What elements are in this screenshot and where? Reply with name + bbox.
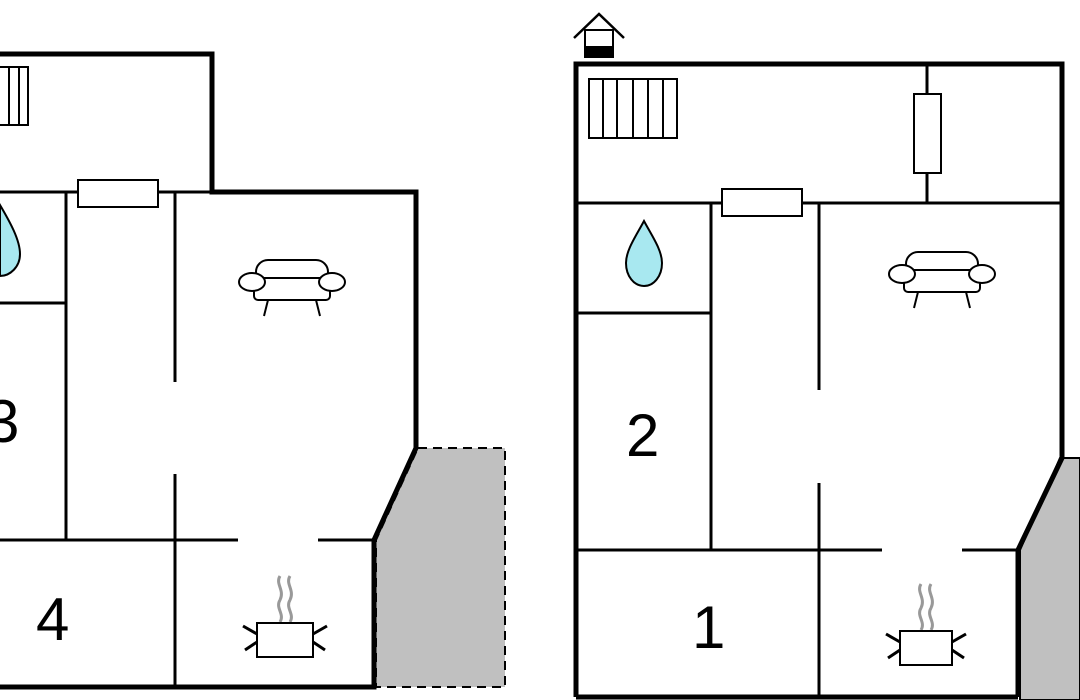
outer-wall: [573, 61, 1065, 697]
house-icon: [573, 12, 625, 58]
radiator-icon: [588, 78, 678, 139]
right-floor-plan: 2 1: [573, 12, 1080, 700]
sofa-icon: [238, 259, 346, 317]
water-drop-icon: [624, 218, 664, 288]
water-drop-icon: [0, 203, 22, 278]
terrace-area: [375, 447, 506, 688]
outer-wall: [0, 51, 419, 690]
room-number-2: 2: [626, 402, 659, 469]
sofa-icon: [888, 251, 996, 309]
cooking-pot-icon: [242, 575, 328, 658]
radiator-icon: [0, 66, 29, 126]
room-number-3: 3: [0, 388, 19, 455]
cooking-pot-icon: [885, 583, 967, 666]
room-number-4: 4: [36, 586, 69, 653]
window-icon: [77, 179, 159, 208]
window-icon: [721, 188, 803, 217]
terrace-area: [1019, 457, 1080, 700]
left-floor-plan: 3 4: [0, 51, 506, 690]
room-number-1: 1: [692, 594, 725, 661]
window-icon: [913, 93, 942, 174]
